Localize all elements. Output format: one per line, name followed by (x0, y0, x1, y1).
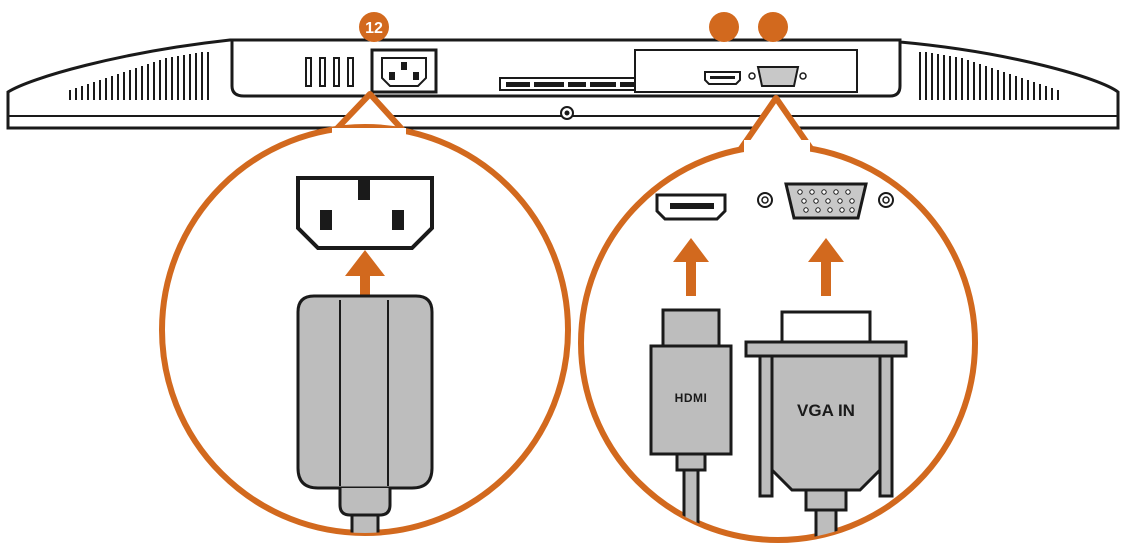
hdmi-arrow (673, 238, 709, 296)
power-socket-large (296, 176, 434, 250)
callout-badge-hdmi (709, 12, 739, 42)
hdmi-cable-label: HDMI (675, 391, 708, 405)
rear-hdmi-port (704, 71, 741, 85)
hdmi-port-large (655, 193, 727, 221)
io-block (634, 49, 858, 93)
callout-badge-power-number: 12 (365, 20, 383, 37)
power-plug (296, 294, 434, 533)
right-vents (919, 52, 1059, 100)
panel-screw (560, 106, 574, 120)
vga-port-large (757, 182, 894, 220)
callout-badge-vga (758, 12, 788, 42)
rear-power-socket (370, 48, 438, 94)
rear-vga-port (748, 66, 807, 87)
callout-badge-power-circle (359, 12, 389, 42)
vga-arrow (808, 238, 844, 296)
callout-badge-vga-circle (758, 12, 788, 42)
left-vents (69, 52, 209, 100)
power-arrow (345, 250, 385, 306)
power-magnifier (159, 91, 571, 536)
video-magnifier: HDMI VGA IN (578, 95, 978, 543)
rating-label-strip (499, 77, 641, 91)
rear-panel-recess (230, 40, 902, 98)
callout-badge-hdmi-circle (709, 12, 739, 42)
panel-slots (305, 57, 354, 87)
monitor-rear-panel (6, 38, 1120, 130)
callout-badge-power: 12 (359, 12, 389, 42)
video-magnifier-pointer (737, 95, 815, 152)
vga-cable: VGA IN (744, 310, 908, 540)
vga-cable-label: VGA IN (797, 401, 855, 420)
hdmi-cable: HDMI (649, 308, 733, 540)
